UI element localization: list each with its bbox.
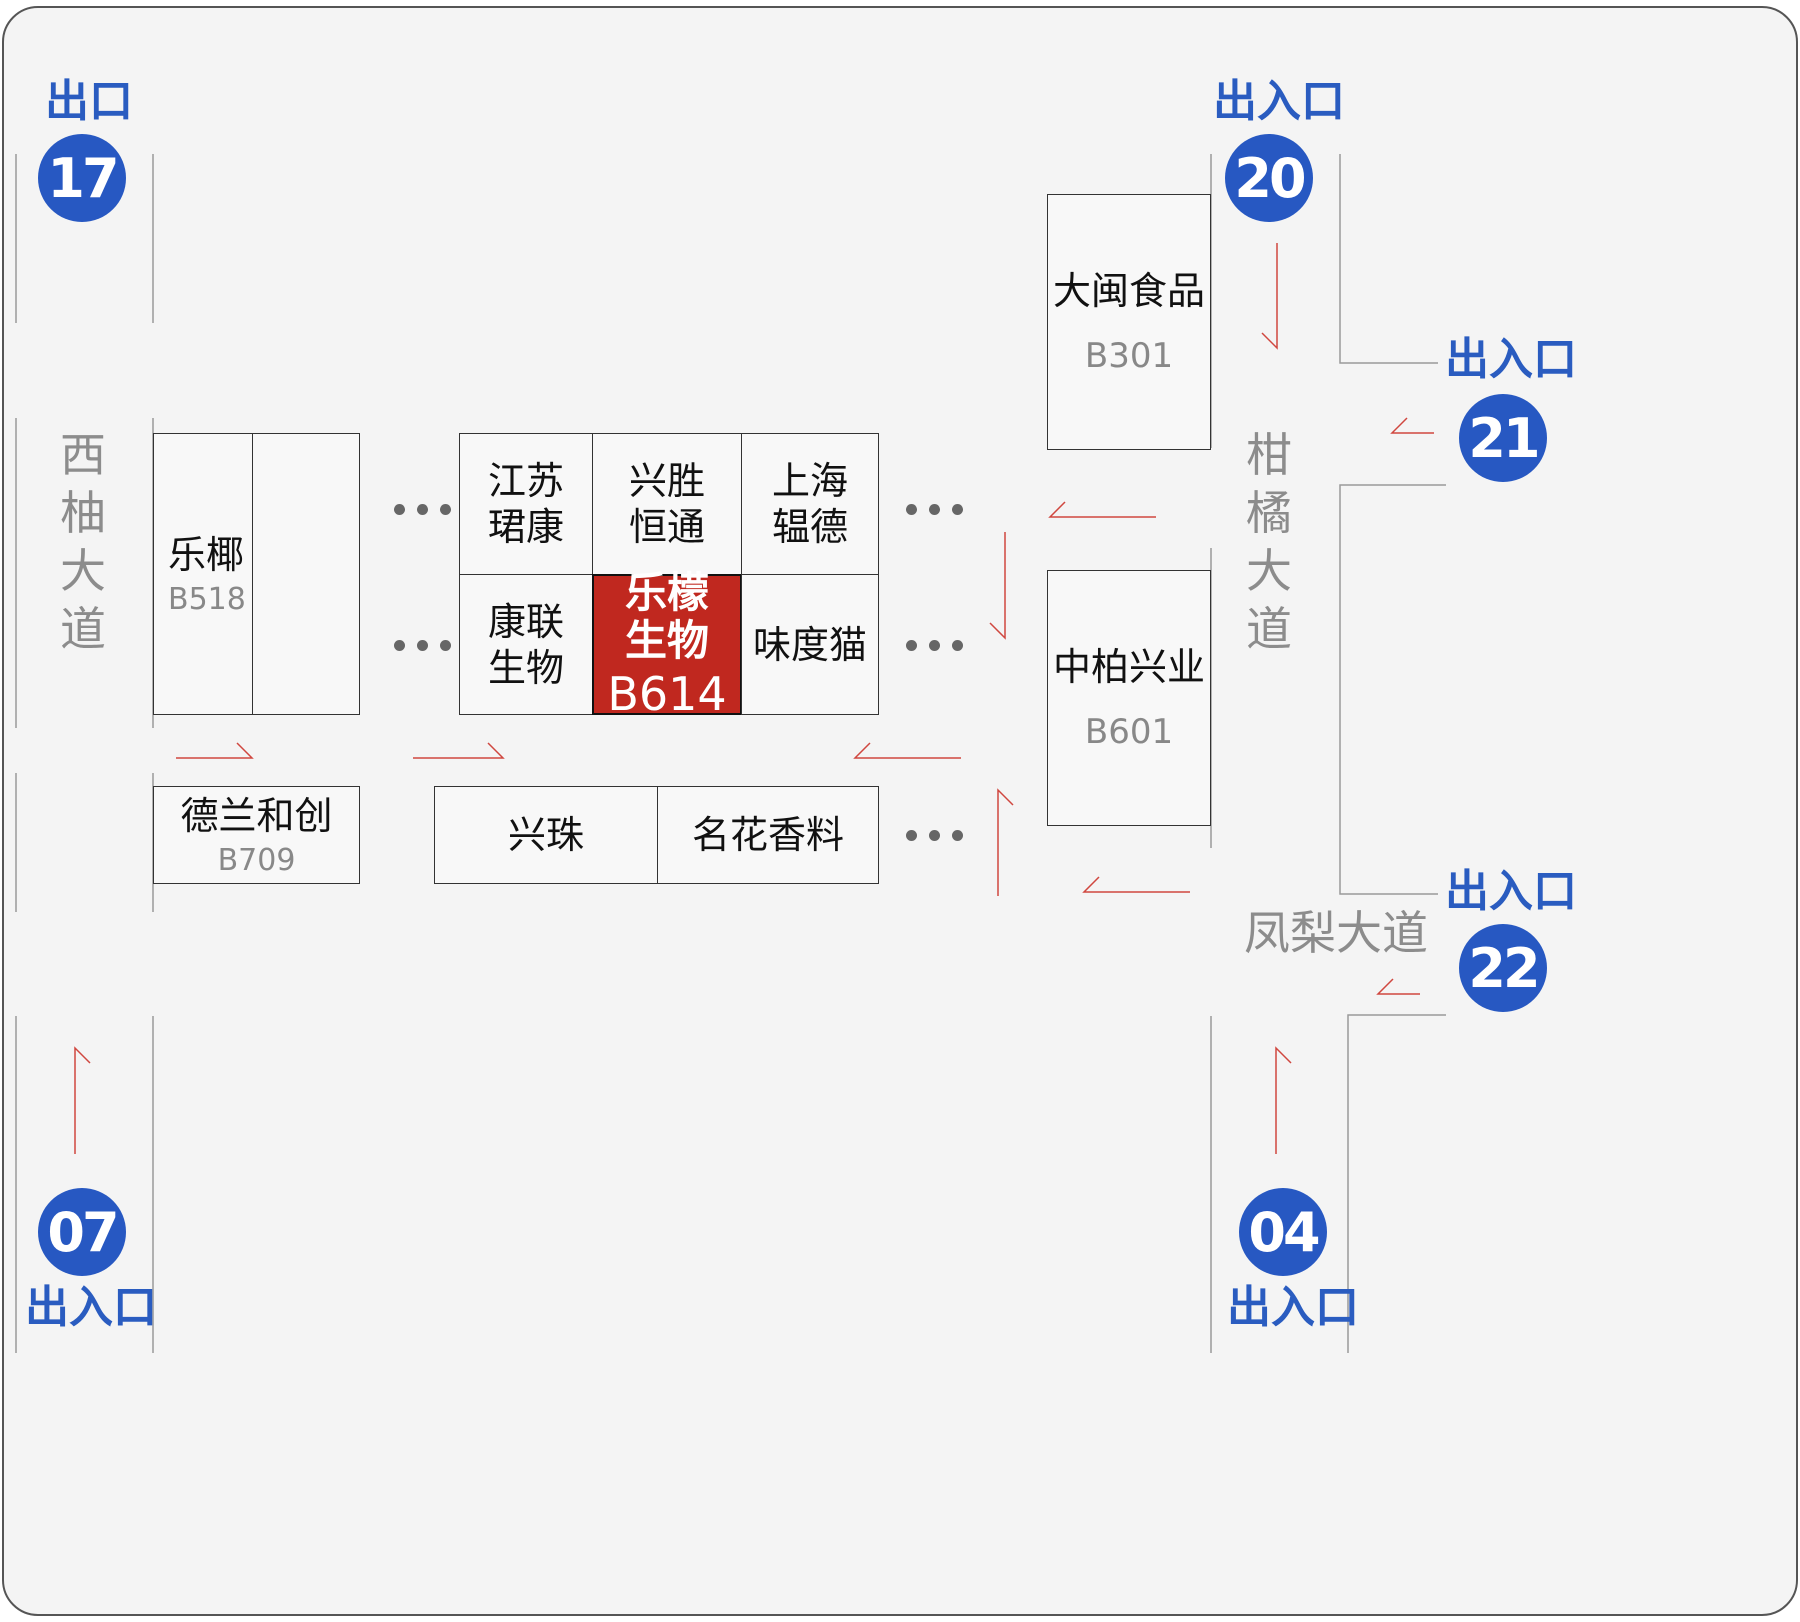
arrow-up	[74, 1046, 91, 1154]
block-kanglian-line1: 康联	[487, 599, 564, 644]
map-frame: 出口 17 出入口 20 出入口 21 出入口 22 07 出入口 04 出入口…	[2, 6, 1798, 1616]
block-leye-name: 乐椰	[168, 532, 245, 577]
gate-22-badge[interactable]: 22	[1459, 924, 1547, 1012]
gate-04-badge[interactable]: 04	[1239, 1188, 1327, 1276]
block-leye[interactable]: 乐椰 B518	[153, 433, 253, 715]
arrow-left	[1082, 876, 1190, 893]
block-weidumao-name: 味度猫	[752, 622, 867, 667]
block-xingzhu[interactable]: 兴珠	[434, 786, 658, 884]
more-dots	[906, 632, 975, 656]
block-delan-name: 德兰和创	[180, 793, 333, 838]
block-shanghai[interactable]: 上海 辒德	[741, 433, 879, 575]
block-kanglian[interactable]: 康联 生物	[459, 574, 593, 715]
block-delan-code: B709	[217, 842, 296, 878]
block-jiangsu[interactable]: 江苏 珺康	[459, 433, 593, 575]
more-dots	[906, 822, 975, 846]
traffic-arrows	[74, 243, 1434, 1154]
arrow-left	[1376, 978, 1420, 995]
block-jiangsu-line1: 江苏	[487, 459, 564, 503]
arrow-down	[989, 532, 1006, 640]
block-minghua-name: 名花香料	[691, 813, 844, 857]
block-damin[interactable]: 大闽食品 B301	[1047, 194, 1211, 450]
block-lemeng-line2: 生物	[624, 615, 709, 665]
block-damin-code: B301	[1084, 336, 1174, 376]
arrow-right	[413, 742, 505, 759]
block-lemeng-code: B614	[607, 666, 727, 721]
block-weidumao[interactable]: 味度猫	[741, 574, 879, 715]
gate-22-label: 出入口	[1445, 866, 1577, 917]
block-shanghai-line1: 上海	[771, 459, 848, 503]
block-zhongbai[interactable]: 中柏兴业 B601	[1047, 570, 1211, 826]
block-zhongbai-name: 中柏兴业	[1052, 645, 1205, 689]
gate-17-label: 出口	[45, 76, 133, 127]
arrow-left	[1390, 417, 1434, 434]
gate-07-label: 出入口	[25, 1282, 157, 1333]
gate-21-badge[interactable]: 21	[1459, 394, 1547, 482]
block-damin-name: 大闽食品	[1052, 269, 1205, 313]
gate-04-label: 出入口	[1227, 1282, 1359, 1333]
gate-20-label: 出入口	[1213, 76, 1345, 127]
more-dots	[394, 496, 463, 520]
arrow-left	[853, 742, 961, 759]
road-east: 柑 橘 大 道	[1246, 428, 1292, 656]
block-shanghai-line2: 辒德	[771, 505, 848, 549]
gate-17-badge[interactable]: 17	[38, 134, 126, 222]
block-delan[interactable]: 德兰和创 B709	[153, 786, 360, 884]
arrow-up	[997, 788, 1014, 896]
block-zhongbai-code: B601	[1084, 712, 1174, 752]
block-leye-code: B518	[168, 581, 246, 617]
block-lemeng-highlight[interactable]: 乐檬 生物 B614	[592, 568, 742, 721]
block-lemeng-line1: 乐檬	[624, 567, 709, 617]
arrow-down	[1261, 243, 1278, 350]
block-kanglian-line2: 生物	[487, 645, 564, 690]
block-xingsheng-line1: 兴胜	[628, 459, 705, 503]
block-xingsheng-line2: 恒通	[628, 505, 705, 549]
block-xingsheng[interactable]: 兴胜 恒通	[592, 433, 742, 575]
gate-07-badge[interactable]: 07	[38, 1188, 126, 1276]
block-minghua[interactable]: 名花香料	[657, 786, 879, 884]
road-west: 西 柚 大 道	[60, 428, 106, 656]
arrow-right	[176, 742, 254, 759]
block-xingzhu-name: 兴珠	[507, 813, 584, 857]
more-dots	[906, 496, 975, 520]
road-south-east: 凤梨大道	[1244, 906, 1428, 960]
block-jiangsu-line2: 珺康	[487, 505, 564, 549]
arrow-left	[1048, 501, 1156, 518]
more-dots	[394, 632, 463, 656]
gate-21-label: 出入口	[1445, 334, 1577, 385]
gate-20-badge[interactable]: 20	[1225, 134, 1313, 222]
arrow-up	[1275, 1046, 1292, 1154]
block-leye-annex[interactable]	[252, 433, 360, 715]
